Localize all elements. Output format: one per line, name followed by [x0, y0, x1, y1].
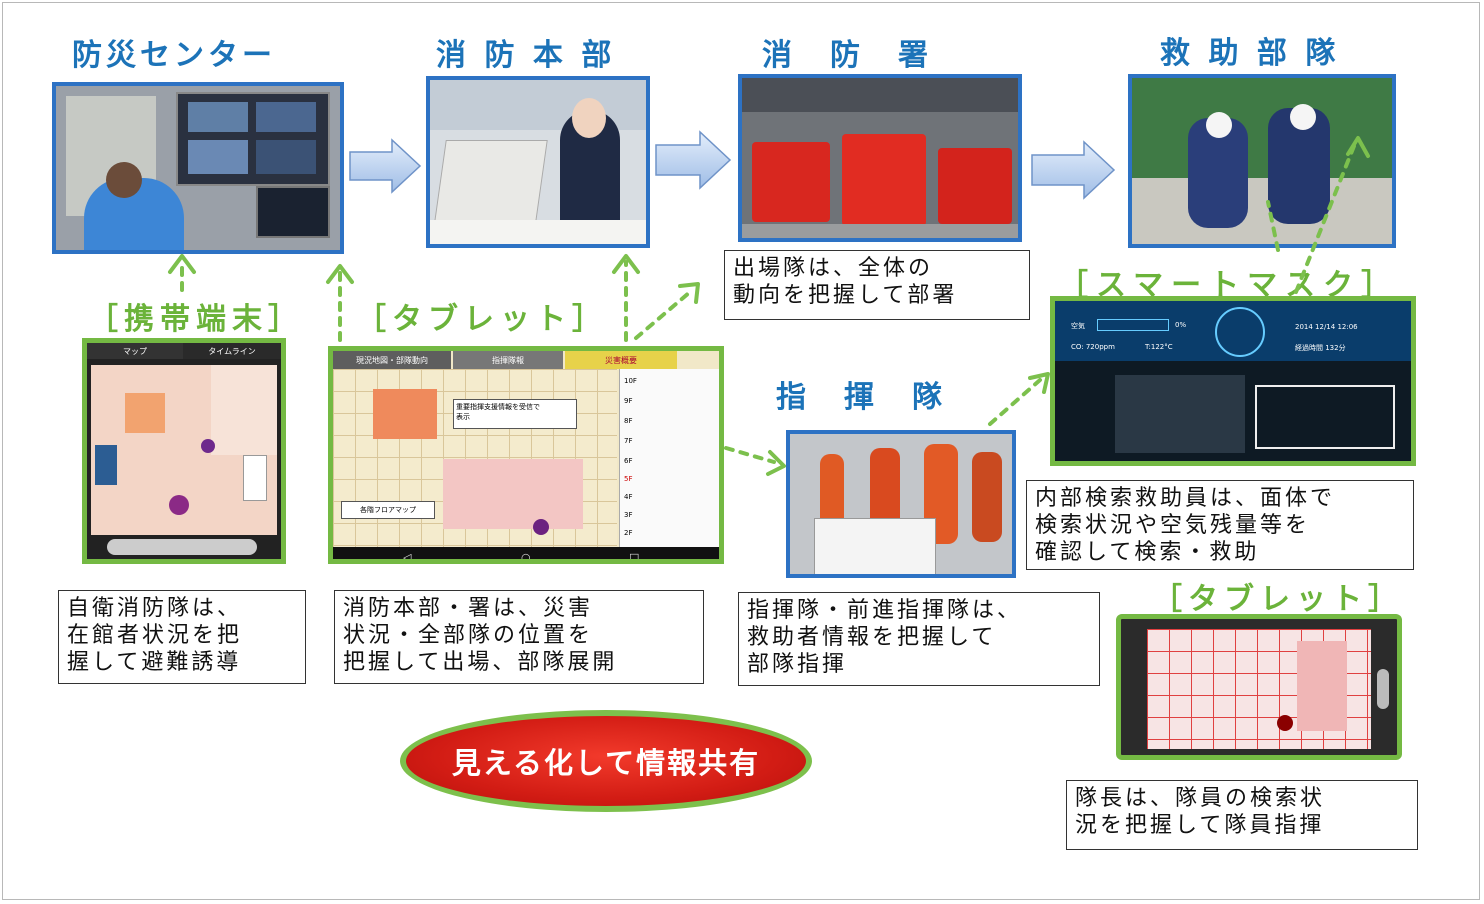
dotted-connectors	[182, 146, 1354, 462]
flow-arrow-2	[656, 132, 730, 188]
flow-arrow-1	[350, 140, 420, 192]
flow-arrow-3	[1032, 142, 1114, 198]
arrowheads	[170, 138, 1368, 474]
